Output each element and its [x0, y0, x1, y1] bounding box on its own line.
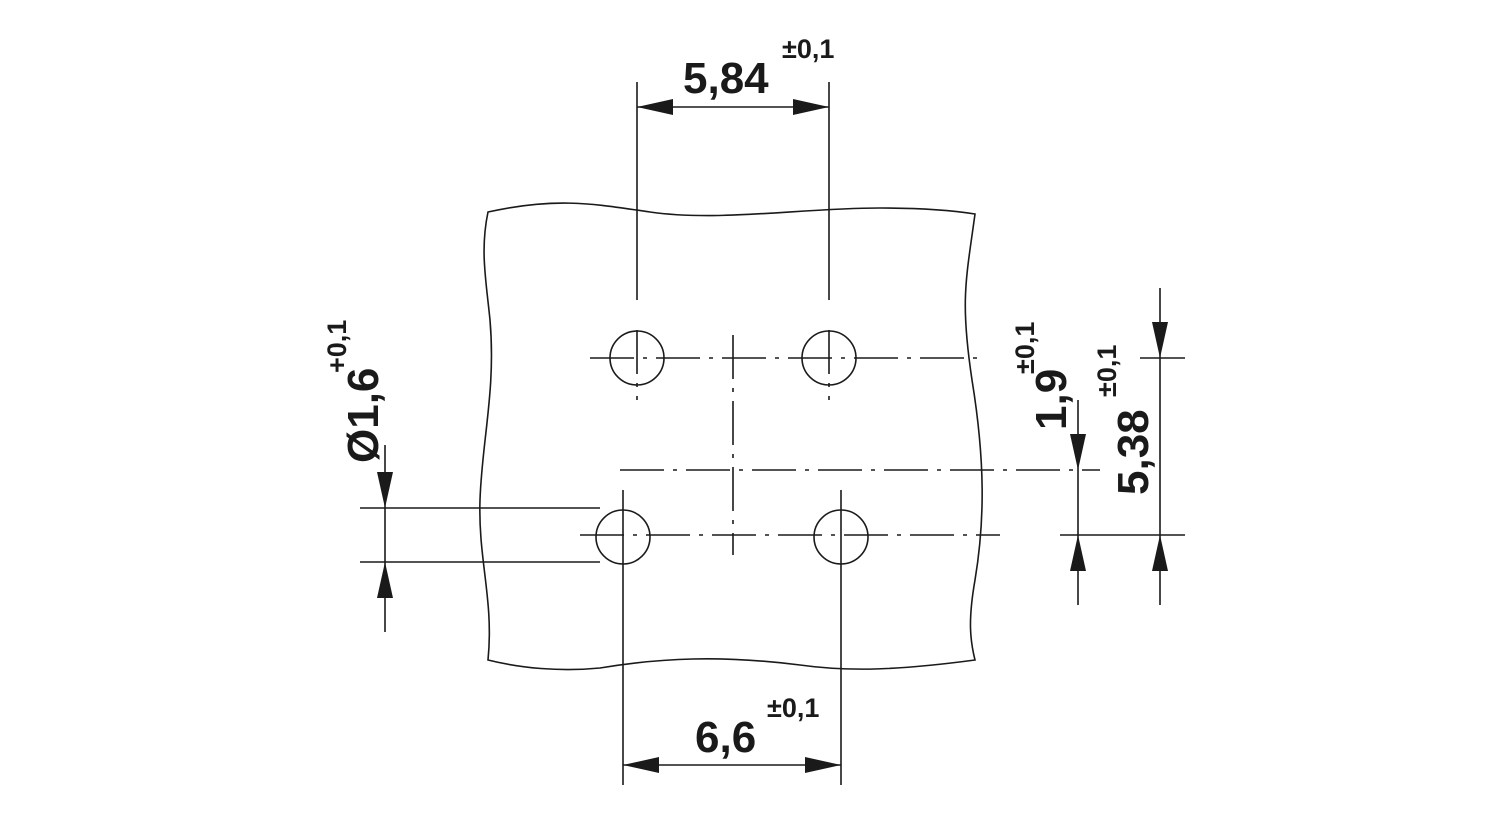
- holes: [595, 330, 869, 565]
- top-pitch-value: 5,84: [683, 54, 769, 103]
- row-offset-tolerance: ±0,1: [1010, 322, 1040, 374]
- hole-top-left: [609, 330, 665, 386]
- top-pitch-dimension: 5,84 ±0,1: [637, 34, 834, 115]
- row-offset-value: 1,9: [1027, 369, 1076, 430]
- bottom-pitch-dimension: 6,6 ±0,1: [623, 693, 841, 773]
- arrowhead-icon: [1152, 535, 1168, 571]
- top-pitch-tolerance: ±0,1: [782, 34, 834, 64]
- row-pitch-value: 5,38: [1109, 409, 1158, 495]
- hole-bottom-right: [813, 509, 869, 565]
- arrowhead-icon: [377, 472, 393, 508]
- arrowhead-icon: [623, 757, 659, 773]
- arrowhead-icon: [1152, 322, 1168, 358]
- arrowhead-icon: [805, 757, 841, 773]
- bottom-pitch-tolerance: ±0,1: [767, 693, 819, 723]
- bottom-pitch-value: 6,6: [695, 713, 756, 762]
- hole-diameter-tolerance: +0,1: [322, 320, 352, 373]
- row-pitch-tolerance: ±0,1: [1092, 345, 1122, 397]
- hole-diameter-value: Ø1,6: [339, 368, 388, 463]
- arrowhead-icon: [377, 562, 393, 598]
- row-pitch-dimension: 5,38 ±0,1: [1092, 288, 1168, 605]
- hole-bottom-left: [595, 509, 651, 565]
- arrowhead-icon: [637, 99, 673, 115]
- board-outline: [479, 202, 983, 671]
- arrowhead-icon: [1070, 434, 1086, 470]
- hole-diameter-dimension: Ø1,6 +0,1: [322, 320, 393, 632]
- hole-top-right: [801, 330, 857, 386]
- row-offset-dimension: 1,9 ±0,1: [1010, 322, 1086, 605]
- extension-lines: [360, 82, 1185, 785]
- arrowhead-icon: [1070, 535, 1086, 571]
- arrowhead-icon: [793, 99, 829, 115]
